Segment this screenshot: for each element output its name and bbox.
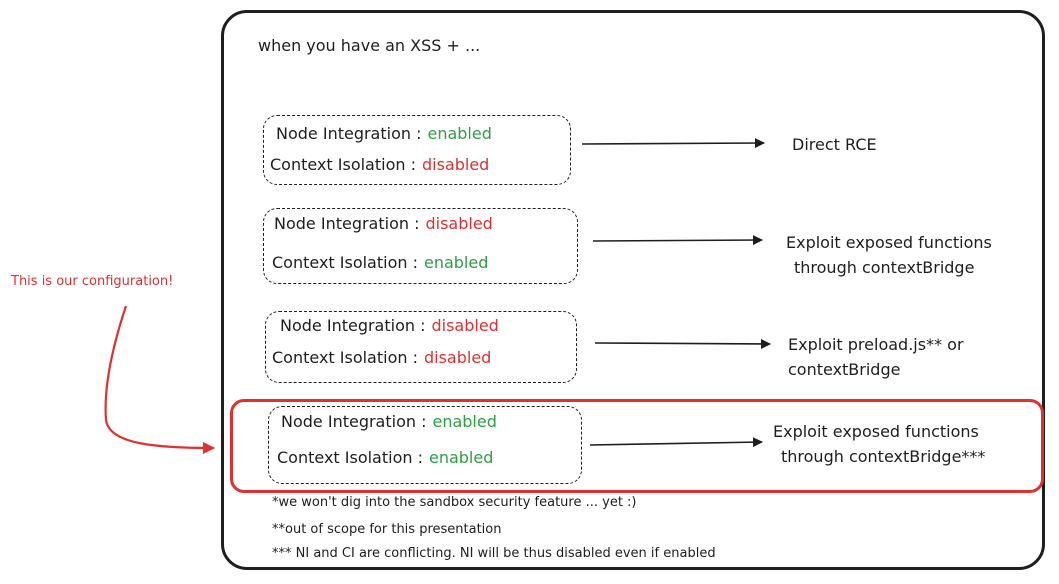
config-2-ci-value: enabled — [423, 253, 489, 272]
config-2-result-line-1: Exploit exposed functions — [786, 233, 992, 252]
config-1-ni-label: Node Integration : — [276, 124, 422, 143]
config-1-result-line-1: Direct RCE — [792, 135, 877, 154]
config-4-ci-value: enabled — [428, 448, 494, 467]
footnote-1: *we won't dig into the sandbox security … — [272, 495, 637, 510]
config-3-context-isolation: Context Isolation : disabled — [272, 348, 491, 367]
config-1-ni-value: enabled — [427, 124, 492, 143]
config-3-result: Exploit preload.js** or contextBridge — [788, 332, 964, 382]
config-1-context-isolation: Context Isolation : disabled — [270, 155, 489, 174]
config-4-node-integration: Node Integration : enabled — [281, 412, 497, 431]
config-1-node-integration: Node Integration : enabled — [276, 124, 492, 143]
config-2-node-integration: Node Integration : disabled — [274, 214, 493, 233]
config-3-result-line-2: contextBridge — [788, 360, 901, 379]
config-4-ni-value: enabled — [432, 412, 497, 431]
config-2-context-isolation: Context Isolation : enabled — [272, 253, 488, 272]
config-3-ci-label: Context Isolation : — [272, 348, 418, 367]
highlight-box — [230, 399, 1044, 493]
config-3-ni-label: Node Integration : — [280, 316, 426, 335]
config-1-result: Direct RCE — [792, 132, 877, 157]
diagram-header: when you have an XSS + ... — [258, 36, 481, 55]
config-2-ni-value: disabled — [425, 214, 493, 233]
config-box-4 — [268, 406, 582, 484]
footnote-3: *** NI and CI are conflicting. NI will b… — [272, 546, 716, 561]
config-4-ni-label: Node Integration : — [281, 412, 427, 431]
config-3-node-integration: Node Integration : disabled — [280, 316, 499, 335]
config-4-context-isolation: Context Isolation : enabled — [277, 448, 493, 467]
config-4-result: Exploit exposed functions through contex… — [773, 419, 985, 469]
footnote-2: **out of scope for this presentation — [272, 522, 502, 537]
config-4-result-line-1: Exploit exposed functions — [773, 422, 979, 441]
config-box-2 — [263, 208, 578, 284]
config-2-ni-label: Node Integration : — [274, 214, 420, 233]
config-1-ci-value: disabled — [421, 155, 490, 174]
config-2-ci-label: Context Isolation : — [272, 253, 418, 272]
config-2-result-line-2: through contextBridge — [794, 258, 975, 277]
config-2-result: Exploit exposed functions through contex… — [786, 230, 992, 280]
config-4-ci-label: Context Isolation : — [277, 448, 423, 467]
callout-text: This is our configuration! — [11, 274, 174, 289]
config-1-ci-label: Context Isolation : — [270, 155, 416, 174]
diagram-frame — [221, 10, 1045, 570]
config-box-3 — [265, 311, 577, 383]
config-box-1 — [263, 115, 571, 185]
callout-arrow — [104, 305, 215, 454]
config-4-result-line-2: through contextBridge*** — [781, 447, 986, 466]
config-3-ci-value: disabled — [423, 348, 492, 367]
config-3-ni-value: disabled — [431, 316, 499, 335]
config-3-result-line-1: Exploit preload.js** or — [788, 335, 964, 354]
